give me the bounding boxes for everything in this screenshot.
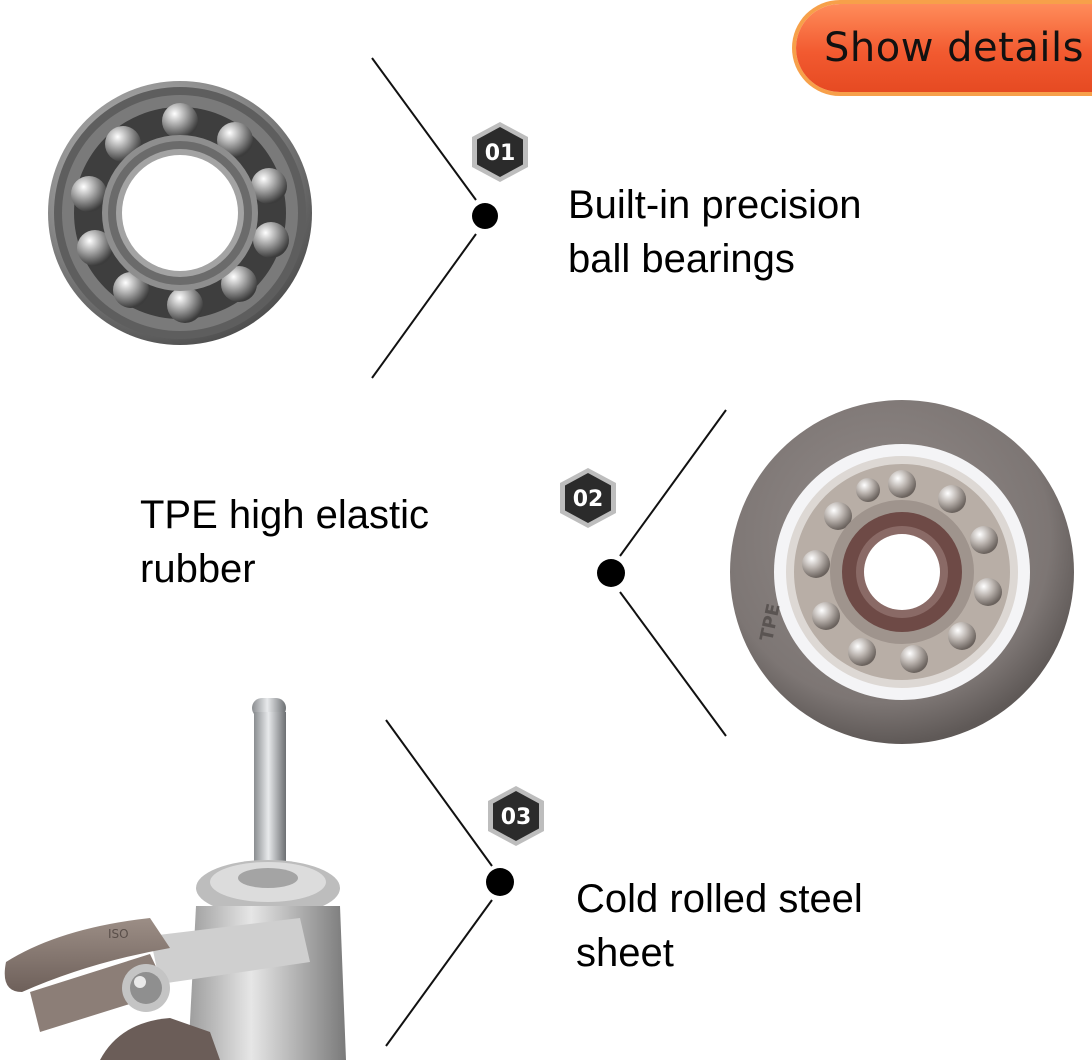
ball-bearing-image <box>48 81 312 345</box>
show-details-button[interactable]: Show details <box>796 4 1092 92</box>
badge-03-label: 03 <box>501 805 532 830</box>
tpe-wheel-image: TPE <box>730 400 1074 744</box>
caster-marking-text: ISO <box>108 927 129 941</box>
badge-02-icon: 02 <box>560 468 616 528</box>
badge-01-label: 01 <box>485 141 516 166</box>
show-details-label: Show details <box>824 25 1084 71</box>
badge-03-icon: 03 <box>488 786 544 846</box>
feature-02-text: TPE high elastic rubber <box>140 493 430 591</box>
bearing-balls <box>71 103 289 323</box>
wheel-bearing-balls <box>802 470 1002 673</box>
feature-01-text: Built-in precision ball bearings <box>568 183 862 281</box>
feature-03-text: Cold rolled steel sheet <box>576 877 863 975</box>
badge-02-label: 02 <box>573 487 604 512</box>
caster-image: ISO <box>4 698 346 1060</box>
badge-01-icon: 01 <box>472 122 528 182</box>
